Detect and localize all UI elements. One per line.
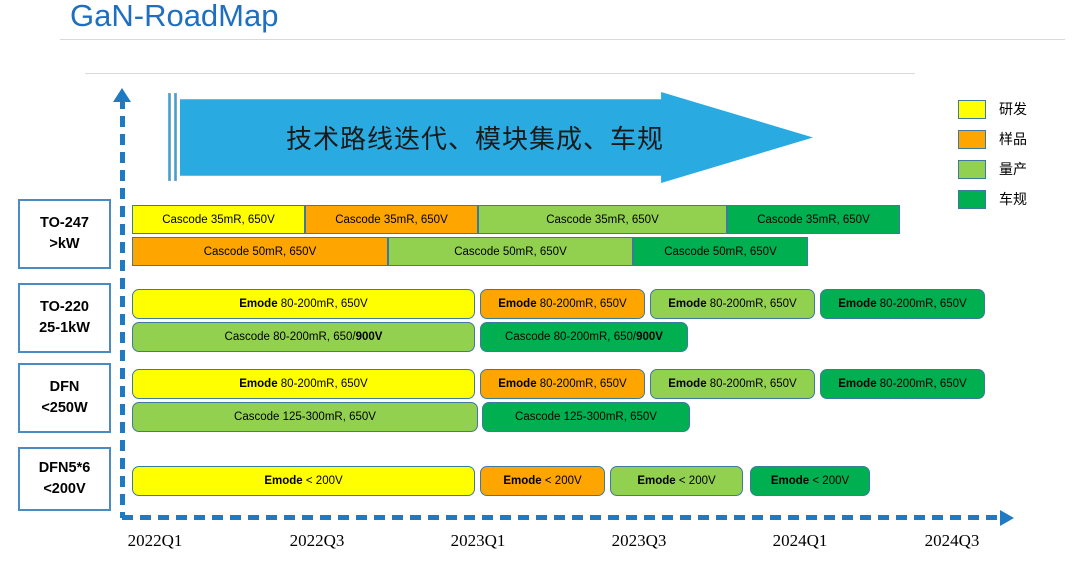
axis-tick-2024Q3: 2024Q3 [924,531,980,550]
roadmap-bar: Emode 80-200mR, 650V [650,369,815,399]
legend-item-sample: 样品 [958,126,1068,152]
roadmap-bar: Cascode 35mR, 650V [478,205,727,234]
banner-stripe-left-outer [168,93,171,181]
roadmap-bar-label: Emode 80-200mR, 650V [239,298,368,310]
roadmap-bar: Emode 80-200mR, 650V [480,289,645,319]
roadmap-bar-label: Emode 80-200mR, 650V [239,378,368,390]
roadmap-bar-label: Cascode 80-200mR, 650/900V [224,331,383,343]
roadmap-bar: Emode < 200V [132,466,475,496]
axis-tick-2023Q1: 2023Q1 [450,531,506,550]
legend-label-automotive: 车规 [999,192,1027,208]
roadmap-bar-label: Emode < 200V [637,475,716,487]
legend-item-rd: 研发 [958,96,1068,122]
roadmap-bar: Cascode 50mR, 650V [633,237,808,266]
roadmap-bar: Cascode 125-300mR, 650V [132,402,478,432]
roadmap-bar: Cascode 50mR, 650V [132,237,388,266]
axis-tick-2022Q1: 2022Q1 [127,531,183,550]
row-label-to-220: TO-220 25-1kW [18,283,111,353]
row-label-package: TO-247 [40,214,89,231]
content-divider [85,73,915,74]
roadmap-bar-label: Emode 80-200mR, 650V [498,298,627,310]
banner-label: 技术路线迭代、模块集成、车规 [285,125,664,155]
row-label-package: TO-220 [40,298,89,315]
row-label-package: DFN5*6 [38,459,91,476]
roadmap-bar-label: Emode 80-200mR, 650V [668,298,797,310]
roadmap-bar-label: Cascode 35mR, 650V [335,213,448,226]
roadmap-bar: Emode 80-200mR, 650V [480,369,645,399]
roadmap-bar-label: Cascode 125-300mR, 650V [234,411,376,423]
roadmap-bar: Emode < 200V [750,466,870,496]
roadmap-bar: Emode < 200V [610,466,743,496]
roadmap-bar: Cascode 125-300mR, 650V [482,402,690,432]
roadmap-bar: Cascode 35mR, 650V [305,205,478,234]
row-label-dfn: DFN <250W [18,363,111,433]
roadmap-bar-label: Cascode 80-200mR, 650/900V [505,331,663,343]
axis-tick-2023Q3: 2023Q3 [611,531,667,550]
roadmap-bar: Emode 80-200mR, 650V [650,289,815,319]
roadmap-bar: Cascode 35mR, 650V [727,205,900,234]
axis-tick-2024Q1: 2024Q1 [772,531,828,550]
roadmap-bar-label: Cascode 50mR, 650V [454,245,567,258]
row-label-power: <250W [41,400,88,416]
roadmap-bar-label: Cascode 50mR, 650V [664,245,777,258]
axis-tick-2022Q3: 2022Q3 [289,531,345,550]
roadmap-bar-label: Emode < 200V [770,475,850,487]
title-divider [60,39,1065,40]
legend-item-automotive: 车规 [958,186,1068,212]
roadmap-bar-label: Emode < 200V [264,475,343,487]
roadmap-bar: Emode 80-200mR, 650V [132,369,475,399]
roadmap-banner-arrow: 技术路线迭代、模块集成、车规 [168,92,813,183]
roadmap-bar: Cascode 80-200mR, 650/900V [480,322,688,352]
legend-label-mass_production: 量产 [999,162,1027,178]
roadmap-bar-label: Emode 80-200mR, 650V [838,378,967,390]
roadmap-bar: Emode 80-200mR, 650V [132,289,475,319]
roadmap-bar: Cascode 35mR, 650V [132,205,305,234]
row-label-to-247: TO-247 >kW [18,199,111,269]
legend-label-sample: 样品 [999,132,1027,148]
legend-item-mass_production: 量产 [958,156,1068,182]
roadmap-bar-label: Emode < 200V [503,475,582,487]
x-axis-dashed-timeline [122,515,1002,520]
roadmap-bar-label: Cascode 35mR, 650V [162,213,275,226]
legend: 研发样品量产车规 [958,96,1068,216]
roadmap-bar-label: Emode 80-200mR, 650V [838,298,967,310]
x-axis-arrow-head [1000,510,1014,526]
roadmap-bar-label: Cascode 125-300mR, 650V [515,411,657,423]
legend-swatch-sample [958,129,986,149]
roadmap-bar-label: Emode 80-200mR, 650V [498,378,627,390]
banner-arrow-body [180,92,813,183]
y-axis-dashed-line [120,98,125,518]
page-title: GaN-RoadMap [70,0,279,33]
roadmap-bar: Emode 80-200mR, 650V [820,369,985,399]
legend-swatch-rd [958,99,986,119]
roadmap-bar-label: Cascode 50mR, 650V [203,245,317,258]
roadmap-bar: Cascode 80-200mR, 650/900V [132,322,475,352]
roadmap-bar-label: Cascode 35mR, 650V [757,213,870,226]
legend-label-rd: 研发 [999,102,1027,118]
roadmap-bar-label: Cascode 35mR, 650V [546,213,659,226]
banner-stripe-left-inner [174,93,177,181]
row-label-dfn5-6: DFN5*6 <200V [18,447,111,511]
legend-swatch-automotive [958,189,986,209]
legend-swatch-mass_production [958,159,986,179]
row-label-power: <200V [43,481,86,497]
row-label-package: DFN [49,378,80,395]
row-label-power: 25-1kW [39,320,90,336]
y-axis-arrow-head [113,88,131,102]
roadmap-bar: Emode 80-200mR, 650V [820,289,985,319]
roadmap-bar: Emode < 200V [480,466,605,496]
roadmap-bar-label: Emode 80-200mR, 650V [668,378,797,390]
roadmap-bar: Cascode 50mR, 650V [388,237,633,266]
row-label-power: >kW [49,236,80,252]
